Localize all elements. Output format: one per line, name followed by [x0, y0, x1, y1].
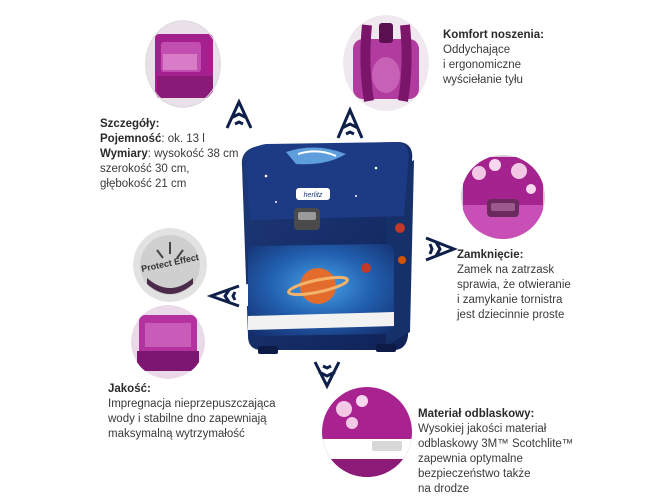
quality-title: Jakość:: [108, 383, 151, 395]
pocket-detail-circle: [145, 20, 221, 108]
comfort-title: Komfort noszenia:: [443, 29, 544, 41]
svg-text:herlitz: herlitz: [304, 192, 323, 199]
comfort-block: Komfort noszenia: Oddychające i ergonomi…: [443, 28, 593, 88]
arrow-icon: [207, 284, 240, 308]
reflective-line4: bezpieczeństwo także: [418, 468, 531, 480]
dimensions-label: Wymiary: [100, 148, 148, 160]
waterproof-bottom-icon: [131, 305, 205, 379]
closure-line2: sprawia, że otwieranie: [457, 279, 571, 291]
closure-line3: i zamykanie tornistra: [457, 294, 563, 306]
pocket-detail-icon: [145, 20, 221, 108]
comfort-line1: Oddychające: [443, 44, 511, 56]
backpack-illustration: herlitz: [236, 136, 418, 358]
protect-effect-badge-icon: [133, 228, 207, 302]
quality-line2: wody i stabilne dno zapewniają: [108, 413, 267, 425]
dimensions-value: : wysokość 38 cm: [147, 148, 239, 160]
straps-detail-circle: [343, 15, 429, 111]
protect-effect-circle: Protect Effect: [133, 228, 207, 302]
straps-detail-icon: [343, 15, 429, 111]
comfort-line3: wyściełanie tyłu: [443, 74, 523, 86]
arrow-icon: [313, 361, 341, 390]
clasp-detail-icon: [461, 155, 545, 239]
quality-line3: maksymalną wytrzymałość: [108, 428, 245, 440]
reflective-line2: odblaskowy 3M™ Scotchlite™: [418, 438, 574, 450]
comfort-line2: i ergonomiczne: [443, 59, 521, 71]
arrow-icon: [425, 236, 458, 262]
capacity-label: Pojemność: [100, 133, 162, 145]
capacity-value: : ok. 13 l: [161, 133, 205, 145]
quality-block: Jakość: Impregnacja nieprzepuszczająca w…: [108, 382, 308, 442]
capacity-row: Pojemność: ok. 13 l: [100, 132, 242, 147]
reflective-block: Materiał odblaskowy: Wysokiej jakości ma…: [418, 407, 588, 497]
closure-line1: Zamek na zatrzask: [457, 264, 555, 276]
closure-title: Zamknięcie:: [457, 249, 524, 261]
depth-value: głębokość 21 cm: [100, 178, 187, 190]
arrow-icon: [336, 106, 364, 139]
details-title: Szczegóły:: [100, 118, 160, 130]
reflective-detail-circle: [322, 387, 412, 477]
reflective-detail-icon: [322, 387, 412, 477]
width-value: szerokość 30 cm,: [100, 163, 190, 175]
waterproof-bottom-circle: [131, 305, 205, 379]
reflective-line5: na drodze: [418, 483, 470, 495]
reflective-line1: Wysokiej jakości materiał: [418, 423, 547, 435]
closure-block: Zamknięcie: Zamek na zatrzask sprawia, ż…: [457, 248, 617, 323]
quality-line1: Impregnacja nieprzepuszczająca: [108, 398, 276, 410]
dimensions-row: Wymiary: wysokość 38 cm: [100, 147, 242, 162]
clasp-detail-circle: [461, 155, 545, 239]
details-block: Szczegóły: Pojemność: ok. 13 l Wymiary: …: [100, 117, 242, 192]
closure-line4: jest dziecinnie proste: [457, 309, 565, 321]
reflective-line3: zapewnia optymalne: [418, 453, 523, 465]
reflective-title: Materiał odblaskowy:: [418, 408, 535, 420]
arrow-icon: [225, 98, 253, 129]
